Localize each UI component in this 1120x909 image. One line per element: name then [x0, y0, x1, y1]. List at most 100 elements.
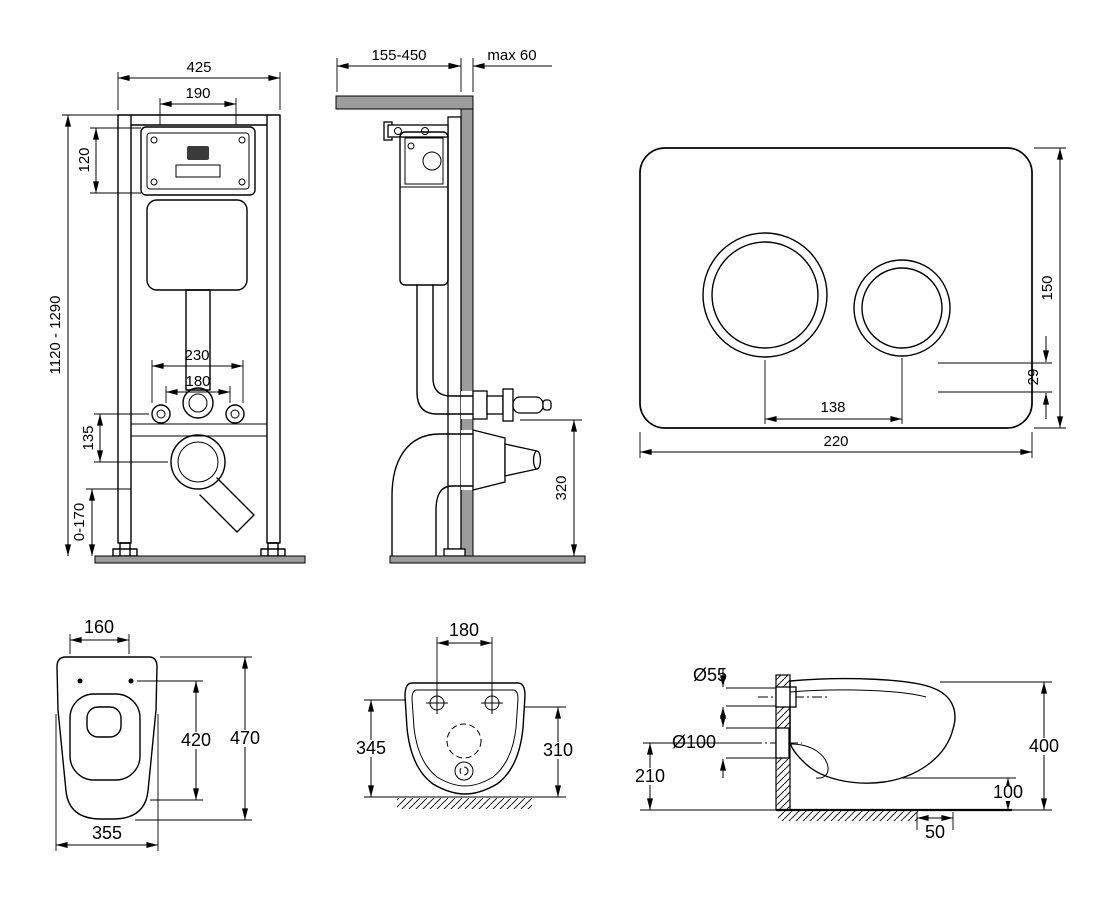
trap-contour	[790, 743, 829, 779]
dim-label: 470	[230, 728, 260, 748]
mounting-hole-left	[426, 692, 448, 714]
fixing-bolt-left	[151, 404, 171, 424]
bowl-front-outline	[56, 656, 158, 820]
dim-label: 155-450	[371, 47, 426, 64]
control-box-inner	[146, 132, 250, 190]
drain-connector-cone	[472, 429, 542, 491]
dim-height-range: 1120 - 1290	[47, 114, 118, 556]
flush-button-large	[702, 232, 828, 358]
wall-opening-drain	[461, 430, 473, 490]
dim-plan-front-length: 310	[524, 706, 576, 798]
dim-label: 50	[925, 822, 945, 842]
dim-plate-offset: 29	[938, 336, 1052, 419]
fill-valve	[187, 146, 209, 160]
drain-outlet-plan	[454, 761, 474, 781]
flush-button-small	[853, 259, 951, 357]
ground-hatch-plan	[397, 798, 532, 809]
dim-label: max 60	[487, 47, 536, 64]
bowl-plan-outline	[404, 682, 526, 795]
dim-label: 355	[92, 823, 122, 843]
drain-pipe-stub	[775, 727, 790, 759]
floor-slab	[94, 555, 306, 564]
drain-connector	[170, 434, 255, 533]
floor-slab-side	[389, 555, 586, 564]
dim-label: 220	[823, 433, 848, 450]
dim-clearance: 100	[902, 777, 1025, 810]
dim-label: 190	[185, 85, 210, 102]
dim-label: 1120 - 1290	[47, 296, 64, 375]
dim-leg-range: 0-170	[71, 488, 131, 556]
cistern-control-box	[140, 126, 256, 196]
dim-inlet-diameter: Ø55	[693, 665, 776, 726]
dim-label: 180	[449, 620, 479, 640]
control-box-screws	[150, 136, 246, 186]
inlet-pipe-stub	[775, 686, 797, 708]
dim-label: 180	[185, 373, 210, 390]
dim-bowl-height: 470	[135, 656, 263, 821]
bowl-front-view: 160 420 470 355	[55, 617, 263, 851]
frame-crossbars	[131, 423, 267, 437]
frame-rails	[117, 114, 281, 544]
dim-label: 310	[543, 740, 573, 760]
dim-depth-range: 155-450	[336, 47, 462, 92]
frame-rail-side	[447, 116, 462, 550]
frame-legs	[112, 542, 286, 557]
dim-spacing-outer: 230	[151, 347, 244, 403]
flush-mechanism	[175, 164, 221, 178]
bowl-plan-view: 180 345 310	[353, 620, 576, 809]
wall-opening-flush	[461, 391, 473, 419]
bowl-plan-rim	[411, 689, 519, 787]
bowl-side-outline	[789, 677, 956, 784]
dim-plate-height: 150	[1034, 147, 1066, 429]
drain-elbow	[391, 433, 474, 557]
dim-label: 29	[1025, 369, 1042, 386]
dim-opening-width: 190	[159, 85, 237, 125]
installation-frame-front-view: 425 190 120 1120 - 1290 230 180	[47, 59, 306, 564]
cistern-side	[399, 131, 449, 286]
flush-bend-pipe	[416, 284, 474, 415]
dim-bowl-width: 355	[55, 714, 159, 851]
cistern-side-details	[400, 137, 448, 188]
dim-outlet-height-side: 320	[520, 419, 582, 556]
dim-plan-length: 345	[353, 699, 406, 798]
dim-label: 425	[186, 59, 211, 76]
dim-outlet-diameter: Ø100	[658, 708, 776, 778]
dim-label: 345	[356, 738, 386, 758]
dim-label: 210	[635, 766, 665, 786]
wall-bracket	[383, 121, 449, 141]
bowl-side-view: Ø55 Ø100 210 400 100	[632, 665, 1062, 842]
frame-foot-side	[443, 548, 466, 557]
dim-bowl-side-height: 400	[940, 681, 1062, 811]
mounting-hole-right	[481, 692, 503, 714]
dim-inner-height: 420	[137, 680, 214, 801]
bowl-rim-line	[789, 689, 927, 698]
dim-label: 135	[80, 425, 97, 450]
flush-plate-view: 150 29 138 220	[639, 147, 1066, 458]
ceiling-slab	[335, 95, 474, 110]
dim-label: 320	[553, 475, 570, 500]
dim-label: Ø100	[672, 732, 716, 752]
floor-hatch	[778, 811, 918, 821]
dim-spacing-inner: 180	[165, 373, 231, 403]
dim-drain-offset: 135	[80, 413, 168, 463]
installation-frame-side-view: 155-450 max 60 320	[335, 47, 586, 564]
dim-label: 420	[181, 730, 211, 750]
dim-plate-width: 220	[639, 432, 1033, 458]
dim-frame-width: 425	[117, 59, 281, 110]
dim-label: 160	[84, 617, 114, 637]
flush-connector-set	[472, 388, 552, 422]
dim-hole-spacing: 180	[436, 620, 493, 694]
dim-label: Ø55	[693, 665, 727, 685]
drain-outlet-inner	[459, 766, 469, 776]
water-surface	[86, 706, 122, 738]
dim-wall-max: max 60	[440, 47, 552, 92]
dim-offset: 50	[916, 812, 954, 842]
flush-plate	[639, 147, 1033, 429]
dim-label: 120	[76, 147, 93, 172]
drain-position-hidden	[446, 723, 482, 759]
cistern-tank	[146, 199, 248, 291]
dim-label: 138	[820, 399, 845, 416]
dim-label: 400	[1029, 736, 1059, 756]
